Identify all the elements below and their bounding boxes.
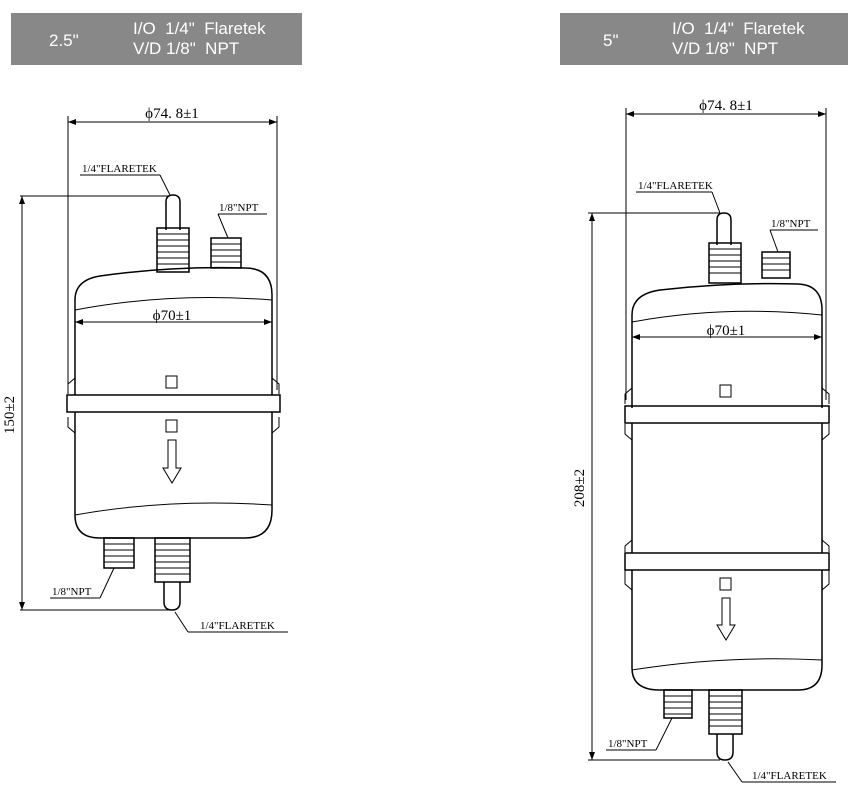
top-inlet-label: 1/4"FLARETEK (638, 180, 713, 192)
spec-text: I/O 1/4" Flaretek V/D 1/8" NPT (133, 19, 266, 59)
spec-header-2.5in: 2.5" I/O 1/4" Flaretek V/D 1/8" NPT (11, 13, 302, 65)
filter-drawing-2.5in: ϕ74. 8±1 150±2 1/4"FLARETEK 1/8"NPT ϕ70±… (2, 106, 288, 633)
filter-drawing-5in: ϕ74. 8±1 208±2 1/4"FLARETEK 1/8"NPT ϕ70±… (572, 98, 836, 783)
spec-line-io: I/O 1/4" Flaretek (133, 19, 266, 38)
spec-text: I/O 1/4" Flaretek V/D 1/8" NPT (672, 19, 805, 59)
size-label: 2.5" (49, 31, 79, 50)
height-label: 208±2 (572, 469, 588, 507)
bottom-outlet-label: 1/4"FLARETEK (752, 770, 827, 782)
bottom-drain-label: 1/8"NPT (52, 586, 92, 598)
top-inlet-label: 1/4"FLARETEK (82, 163, 157, 175)
size-label: 5" (603, 31, 619, 50)
spec-line-vd: V/D 1/8" NPT (133, 39, 240, 58)
top-vent-label: 1/8"NPT (219, 202, 259, 214)
spec-line-io: I/O 1/4" Flaretek (672, 19, 805, 38)
bottom-drain-label: 1/8"NPT (608, 738, 648, 750)
top-vent-label: 1/8"NPT (771, 218, 811, 230)
inner-diameter-label: ϕ70±1 (153, 308, 192, 324)
outer-diameter-label: ϕ74. 8±1 (145, 106, 199, 122)
spec-line-vd: V/D 1/8" NPT (672, 39, 779, 58)
height-label: 150±2 (2, 396, 18, 434)
bottom-outlet-label: 1/4"FLARETEK (200, 620, 275, 632)
outer-diameter-label: ϕ74. 8±1 (699, 98, 753, 114)
inner-diameter-label: ϕ70±1 (707, 323, 746, 339)
spec-header-5in: 5" I/O 1/4" Flaretek V/D 1/8" NPT (560, 13, 848, 65)
